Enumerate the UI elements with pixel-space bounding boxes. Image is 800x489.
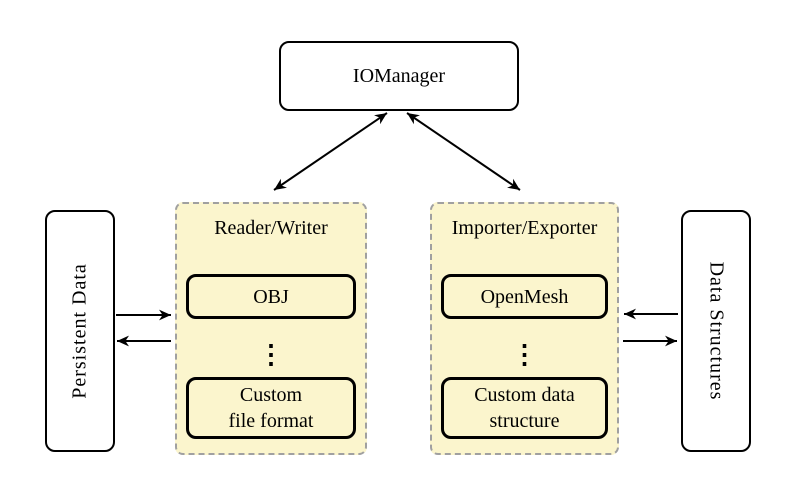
obj-node: OBJ <box>186 274 356 319</box>
iomanager-label: IOManager <box>352 64 446 87</box>
openmesh-label: OpenMesh <box>480 285 569 308</box>
openmesh-node: OpenMesh <box>441 274 608 319</box>
obj-label: OBJ <box>253 285 289 308</box>
iomanager-importerexporter-arrow <box>406 112 521 191</box>
custom-data-structure-node: Custom data structure <box>441 377 608 439</box>
importer-exporter-panel: Importer/Exporter OpenMesh ⋮ Custom data… <box>430 202 619 455</box>
custom-data-structure-line1: Custom data <box>474 384 575 406</box>
reader-writer-title: Reader/Writer <box>214 217 328 239</box>
custom-file-format-line2: file format <box>228 410 314 432</box>
data-structures-node: Data Structures <box>681 210 751 452</box>
persistent-data-node: Persistent Data <box>45 210 115 452</box>
reader-writer-panel: Reader/Writer OBJ ⋮ Custom file format <box>175 202 367 455</box>
persistent-data-label: Persistent Data <box>68 263 91 399</box>
iomanager-readerwriter-arrow <box>273 112 388 191</box>
custom-file-format-node: Custom file format <box>186 377 356 439</box>
iomanager-node: IOManager <box>279 41 519 111</box>
reader-writer-ellipsis: ⋮ <box>258 340 284 369</box>
custom-file-format-line1: Custom <box>239 384 303 406</box>
data-structures-label: Data Structures <box>705 261 728 401</box>
importer-exporter-title: Importer/Exporter <box>451 217 598 239</box>
custom-data-structure-line2: structure <box>489 410 560 432</box>
importer-exporter-ellipsis: ⋮ <box>511 340 538 369</box>
